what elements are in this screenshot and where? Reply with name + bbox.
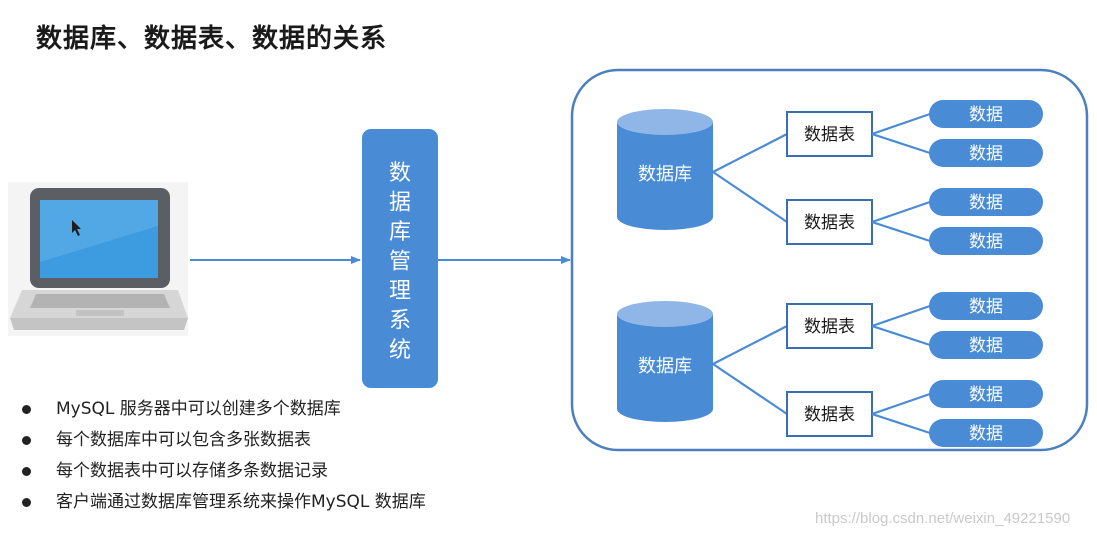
- table-label: 数据表: [804, 317, 855, 337]
- database-container: [570, 68, 1089, 452]
- bullet-dot: [22, 436, 31, 445]
- db-table-connector: [712, 171, 788, 223]
- bullet-item: 每个数据库中可以包含多张数据表: [22, 425, 426, 456]
- table-box: [786, 391, 873, 437]
- bullet-dot: [22, 498, 31, 507]
- table-label: 数据表: [804, 405, 855, 425]
- bullet-text: 每个数据表中可以存储多条数据记录: [56, 461, 328, 481]
- laptop-icon: [8, 182, 188, 336]
- database-label: 数据库: [638, 356, 692, 377]
- table-label: 数据表: [804, 125, 855, 145]
- database-cylinder-top: [617, 301, 713, 327]
- dbms-char: 数: [389, 161, 411, 186]
- dbms-label: 数据库管理系统: [389, 161, 411, 363]
- data-pill: [929, 139, 1043, 167]
- table-data-connector: [871, 112, 931, 136]
- data-label: 数据: [969, 297, 1003, 317]
- table-box: [786, 111, 873, 157]
- dbms-char: 管: [389, 250, 411, 275]
- table-data-connector: [871, 324, 931, 347]
- db-table-connector: [712, 363, 788, 415]
- bullet-item: 每个数据表中可以存储多条数据记录: [22, 456, 426, 487]
- database-label: 数据库: [638, 164, 692, 185]
- table-data-connector: [871, 200, 931, 224]
- data-label: 数据: [969, 193, 1003, 213]
- data-label: 数据: [969, 105, 1003, 125]
- data-pill: [929, 100, 1043, 128]
- data-pill: [929, 331, 1043, 359]
- watermark: https://blog.csdn.net/weixin_49221590: [815, 510, 1071, 527]
- dbms-char: 系: [389, 309, 411, 334]
- data-label: 数据: [969, 336, 1003, 356]
- db-table-connector: [712, 325, 788, 365]
- bullet-item: 客户端通过数据库管理系统来操作MySQL 数据库: [22, 487, 426, 518]
- page-title: 数据库、数据表、数据的关系: [36, 24, 388, 54]
- dbms-char: 据: [389, 191, 411, 216]
- table-data-connector: [871, 132, 931, 155]
- dbms-box: [362, 129, 438, 388]
- bullet-text: MySQL 服务器中可以创建多个数据库: [56, 399, 341, 419]
- data-pill: [929, 227, 1043, 255]
- database-cylinder-body: [617, 314, 713, 422]
- bullet-text: 客户端通过数据库管理系统来操作MySQL 数据库: [56, 492, 426, 512]
- table-data-connector: [871, 412, 931, 435]
- data-pill: [929, 188, 1043, 216]
- dbms-char: 统: [389, 338, 411, 363]
- data-pill: [929, 380, 1043, 408]
- table-label: 数据表: [804, 213, 855, 233]
- db-table-connector: [712, 133, 788, 173]
- database-cylinder-top: [617, 109, 713, 135]
- bullet-item: MySQL 服务器中可以创建多个数据库: [22, 394, 426, 425]
- data-label: 数据: [969, 144, 1003, 164]
- table-data-connector: [871, 304, 931, 328]
- data-label: 数据: [969, 232, 1003, 252]
- data-pill: [929, 292, 1043, 320]
- table-data-connector: [871, 392, 931, 416]
- database-cylinder-body: [617, 122, 713, 230]
- data-label: 数据: [969, 424, 1003, 444]
- data-pill: [929, 419, 1043, 447]
- bullet-text: 每个数据库中可以包含多张数据表: [56, 430, 311, 450]
- bullet-dot: [22, 467, 31, 476]
- dbms-char: 库: [389, 220, 411, 245]
- bullet-dot: [22, 405, 31, 414]
- table-box: [786, 303, 873, 349]
- dbms-char: 理: [389, 279, 411, 304]
- table-data-connector: [871, 220, 931, 243]
- bullet-list: MySQL 服务器中可以创建多个数据库 每个数据库中可以包含多张数据表 每个数据…: [22, 394, 426, 518]
- data-label: 数据: [969, 385, 1003, 405]
